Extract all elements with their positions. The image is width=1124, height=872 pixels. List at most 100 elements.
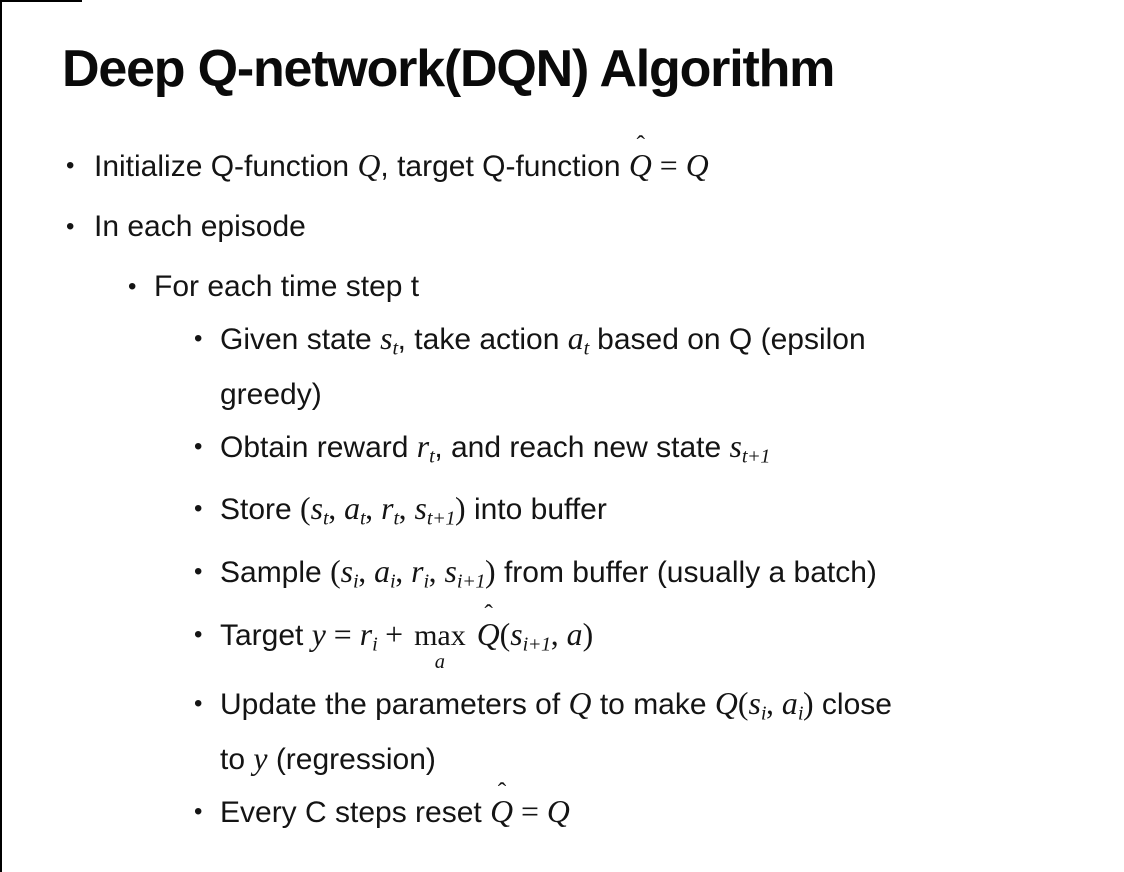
bullet-item: •Sample (si, ai, ri, si+1) from buffer (… (2, 549, 1124, 605)
bullet-item: •Obtain reward rt, and reach new state s… (2, 424, 1124, 480)
math-text: , (395, 554, 412, 590)
math-var: r (359, 616, 373, 652)
hat-accent: ˆ (497, 776, 507, 806)
math-var: Q (357, 148, 381, 183)
math-subscript: t (393, 508, 399, 531)
text-run: Given state (220, 323, 381, 356)
bullet-marker: • (194, 798, 203, 826)
math-var: a (374, 554, 391, 590)
bullet-marker: • (194, 689, 203, 717)
math-var: s (380, 321, 393, 356)
math-var: Q (628, 148, 652, 183)
bullet-marker: • (194, 558, 203, 586)
text-run: In each episode (94, 210, 306, 243)
math-text: , (398, 491, 415, 527)
text-run: Initialize Q-function (94, 150, 358, 183)
math-var: r (381, 491, 394, 527)
math-subscript: t+1 (741, 445, 771, 468)
bullet-marker: • (194, 325, 203, 352)
math-text: ) (485, 554, 496, 590)
math-var: Q (714, 685, 738, 721)
text-run: from buffer (usually a batch) (495, 556, 877, 590)
math-text: ) (802, 685, 814, 721)
math-subscript: i (797, 702, 804, 725)
math-subscript: t (392, 337, 398, 360)
math-subscript: i (423, 570, 429, 593)
math-var: s (444, 554, 457, 590)
text-run: (regression) (267, 743, 436, 777)
bullet-item: •Initialize Q-function Q, target Q-funct… (2, 132, 1124, 189)
math-var: Q (490, 794, 514, 830)
hat-accent: ˆ (636, 130, 646, 160)
math-var: y (253, 741, 268, 777)
bullet-item: •Store (st, at, rt, st+1) into buffer (2, 486, 1124, 542)
math-var: s (510, 616, 523, 652)
math-subscript: t+1 (426, 508, 456, 531)
math-var: r (411, 554, 424, 590)
bullet-item: •In each episode (2, 204, 1124, 249)
math-var: s (414, 491, 427, 527)
text-run: close (813, 687, 892, 721)
math-var: a (566, 616, 583, 652)
bullet-marker: • (194, 495, 203, 523)
text-run: to (220, 743, 254, 777)
bullet-item: •Update the parameters of Q to make Q(si… (2, 681, 1124, 783)
math-text: , (365, 491, 382, 527)
math-text: = (651, 148, 686, 183)
math-subscript: i+1 (456, 570, 486, 593)
text-run: , take action (397, 323, 568, 356)
text-run: Obtain reward (220, 430, 417, 464)
math-subscript: i (760, 702, 767, 725)
text-run: greedy) (220, 377, 322, 411)
math-text: , (428, 554, 445, 590)
math-var: s (729, 428, 742, 464)
math-text: + (377, 616, 412, 652)
math-var: Q (685, 148, 709, 183)
math-text: , (358, 554, 375, 590)
math-var: Q (568, 685, 592, 721)
text-run: For each time step t (154, 270, 420, 303)
bullet-list: •Initialize Q-function Q, target Q-funct… (2, 132, 1124, 835)
math-subscript: t (429, 445, 435, 468)
text-run: into buffer (465, 493, 607, 527)
math-subscript: t (360, 508, 366, 531)
math-subscript: t (583, 337, 590, 360)
math-var: r (416, 428, 430, 464)
bullet-marker: • (66, 152, 75, 179)
math-var: Q (546, 794, 570, 830)
math-text: , (550, 616, 567, 652)
math-text: ( (737, 685, 749, 721)
math-var: a (567, 321, 584, 356)
math-subscript: i (372, 633, 378, 656)
max-operator-name: max (414, 618, 466, 652)
text-run: Every C steps reset (220, 796, 491, 830)
math-text: , (766, 685, 782, 721)
math-text: ) (455, 491, 466, 527)
text-run: based on Q (epsilon (588, 323, 866, 356)
bullet-marker: • (128, 273, 137, 300)
math-subscript: t (323, 508, 329, 531)
math-subscript: i (353, 570, 359, 593)
hat-accent: ˆ (484, 599, 493, 629)
math-subscript: i (390, 570, 396, 593)
math-var: s (340, 554, 354, 590)
bullet-item: • For each time step t (2, 264, 1124, 309)
top-left-border-line (2, 0, 82, 2)
text-run: , and reach new state (434, 430, 730, 464)
math-text: = (513, 794, 547, 830)
math-var: y (311, 616, 326, 652)
text-run: to make (591, 687, 715, 721)
math-text: ( (330, 554, 341, 590)
math-var: s (748, 685, 761, 721)
text-run: Update the parameters of (220, 687, 569, 721)
math-text: ( (300, 491, 311, 527)
bullet-marker: • (194, 620, 203, 648)
math-var: s (310, 491, 324, 527)
